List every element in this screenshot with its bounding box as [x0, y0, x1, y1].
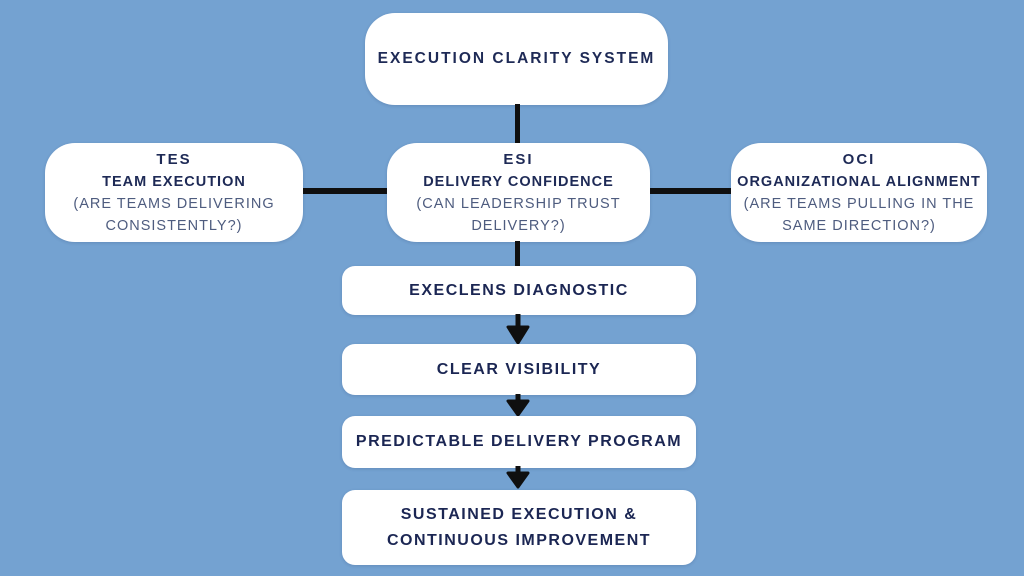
pillar-name: ORGANIZATIONAL ALIGNMENT — [737, 173, 981, 190]
connector-tes-to-esi — [303, 188, 387, 194]
pillar-name: TEAM EXECUTION — [102, 173, 246, 190]
pillar-question-line: (CAN LEADERSHIP TRUST — [416, 195, 621, 212]
node-sustained-execution-continuous-improvement: SUSTAINED EXECUTION & CONTINUOUS IMPROVE… — [342, 490, 696, 565]
pillar-question-line: CONSISTENTLY?) — [105, 217, 243, 234]
arrow-down-icon — [504, 394, 532, 422]
pillar-question-line: (ARE TEAMS PULLING IN THE — [743, 195, 975, 212]
pillar-question-line: (ARE TEAMS DELIVERING — [73, 195, 275, 212]
pillar-code: OCI — [842, 150, 876, 168]
node-oci-organizational-alignment: OCI ORGANIZATIONAL ALIGNMENT (ARE TEAMS … — [731, 143, 987, 242]
flow-step-label-line: SUSTAINED EXECUTION & — [400, 505, 638, 523]
node-execlens-diagnostic: EXECLENS DIAGNOSTIC — [342, 266, 696, 315]
node-execution-clarity-system: EXECUTION CLARITY SYSTEM — [365, 13, 668, 105]
node-predictable-delivery-program: PREDICTABLE DELIVERY PROGRAM — [342, 416, 696, 468]
node-tes-team-execution: TES TEAM EXECUTION (ARE TEAMS DELIVERING… — [45, 143, 303, 242]
node-esi-delivery-confidence: ESI DELIVERY CONFIDENCE (CAN LEADERSHIP … — [387, 143, 650, 242]
pillar-question-line: DELIVERY?) — [471, 217, 566, 234]
connector-esi-to-execlens — [515, 241, 520, 267]
pillar-code: TES — [156, 150, 192, 168]
flow-step-label: CLEAR VISIBILITY — [436, 360, 602, 378]
flow-step-label-line: CONTINUOUS IMPROVEMENT — [386, 531, 652, 549]
flow-step-label: EXECLENS DIAGNOSTIC — [409, 281, 629, 299]
node-title: EXECUTION CLARITY SYSTEM — [377, 50, 656, 67]
node-clear-visibility: CLEAR VISIBILITY — [342, 344, 696, 395]
pillar-question-line: SAME DIRECTION?) — [782, 217, 936, 234]
arrow-down-icon — [504, 314, 532, 350]
pillar-name: DELIVERY CONFIDENCE — [423, 173, 614, 190]
pillar-code: ESI — [503, 150, 534, 168]
flow-step-label: PREDICTABLE DELIVERY PROGRAM — [355, 433, 683, 450]
connector-esi-to-oci — [650, 188, 731, 194]
connector-top-to-esi — [515, 104, 520, 145]
arrow-down-icon — [504, 466, 532, 494]
